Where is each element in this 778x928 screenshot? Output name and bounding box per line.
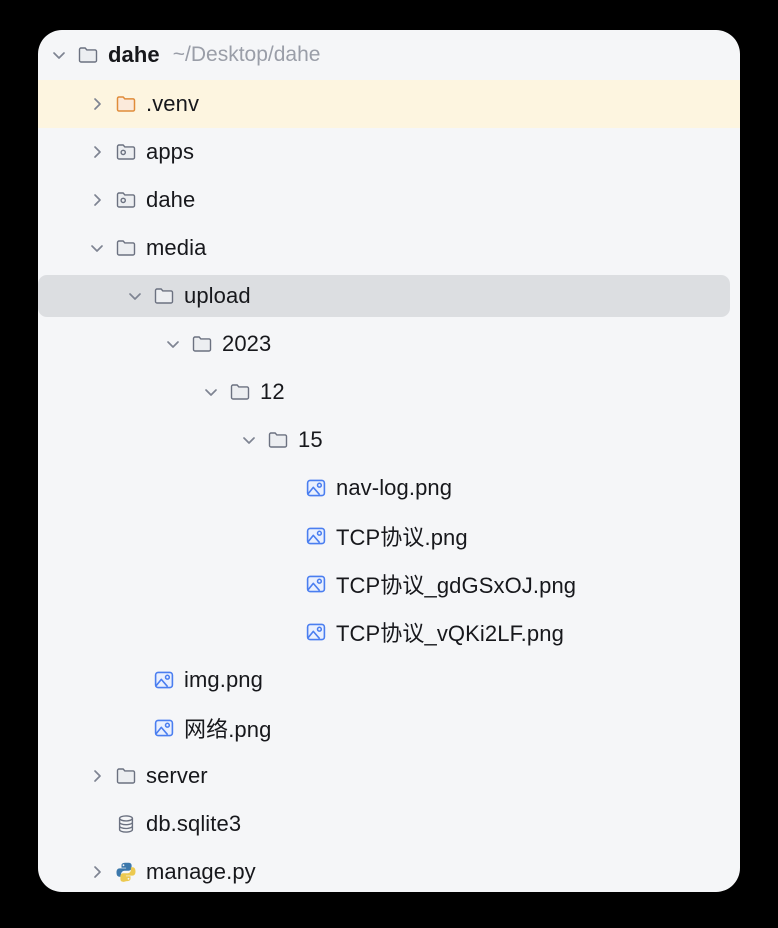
- tree-node-label: TCP协议_gdGSxOJ.png: [336, 573, 577, 598]
- tree-node-label: manage.py: [146, 859, 256, 884]
- tree-node-label: server: [146, 763, 208, 788]
- image-file-icon: [305, 621, 327, 643]
- chevron-down-icon[interactable]: [49, 45, 69, 65]
- tree-row[interactable]: media: [38, 224, 740, 272]
- folder-icon: [229, 381, 251, 403]
- folder-module-icon: [115, 141, 137, 163]
- project-tree: .venv apps dahe media upload 2023 12 15 nav-log.…: [38, 80, 740, 892]
- chevron-right-icon[interactable]: [87, 142, 107, 162]
- tree-row[interactable]: db.sqlite3: [38, 800, 740, 848]
- tree-row[interactable]: img.png: [38, 656, 740, 704]
- chevron-down-icon[interactable]: [87, 238, 107, 258]
- tree-row[interactable]: apps: [38, 128, 740, 176]
- tree-row[interactable]: TCP协议_gdGSxOJ.png: [38, 560, 740, 608]
- tree-row[interactable]: upload: [38, 272, 740, 320]
- database-file-icon: [115, 813, 137, 835]
- tree-node-label: dahe: [146, 187, 196, 212]
- tree-node-label: TCP协议.png: [336, 525, 468, 550]
- tree-node-label: apps: [146, 139, 195, 164]
- tree-node-label: 12: [260, 379, 285, 404]
- python-file-icon: [115, 861, 137, 883]
- project-tool-window: dahe ~/Desktop/dahe .venv apps dahe media up…: [38, 30, 740, 892]
- image-file-icon: [153, 717, 175, 739]
- tree-row[interactable]: server: [38, 752, 740, 800]
- tree-node-label: 15: [298, 427, 323, 452]
- tree-row[interactable]: .venv: [38, 80, 740, 128]
- folder-excluded-icon: [115, 93, 137, 115]
- image-file-icon: [305, 573, 327, 595]
- folder-module-icon: [115, 189, 137, 211]
- folder-icon: [191, 333, 213, 355]
- chevron-down-icon[interactable]: [239, 430, 259, 450]
- chevron-right-icon[interactable]: [87, 190, 107, 210]
- tree-node-label: db.sqlite3: [146, 811, 242, 836]
- tree-row[interactable]: manage.py: [38, 848, 740, 892]
- chevron-right-icon[interactable]: [87, 862, 107, 882]
- tree-node-label: img.png: [184, 667, 263, 692]
- chevron-down-icon[interactable]: [201, 382, 221, 402]
- tree-node-label: media: [146, 235, 207, 260]
- selection-highlight: [38, 275, 730, 317]
- folder-icon: [153, 285, 175, 307]
- tree-row[interactable]: TCP协议_vQKi2LF.png: [38, 608, 740, 656]
- tree-node-label: upload: [184, 283, 251, 308]
- image-file-icon: [153, 669, 175, 691]
- tree-row[interactable]: nav-log.png: [38, 464, 740, 512]
- tree-node-label: 2023: [222, 331, 272, 356]
- tree-row[interactable]: 15: [38, 416, 740, 464]
- chevron-down-icon[interactable]: [125, 286, 145, 306]
- image-file-icon: [305, 525, 327, 547]
- chevron-down-icon[interactable]: [163, 334, 183, 354]
- tree-row[interactable]: TCP协议.png: [38, 512, 740, 560]
- tree-row[interactable]: 12: [38, 368, 740, 416]
- folder-icon: [77, 44, 99, 66]
- image-file-icon: [305, 477, 327, 499]
- tree-node-label: nav-log.png: [336, 475, 453, 500]
- folder-icon: [115, 237, 137, 259]
- tree-node-label: .venv: [146, 91, 200, 116]
- tree-node-label: TCP协议_vQKi2LF.png: [336, 621, 564, 646]
- root-label: dahe: [108, 42, 160, 67]
- root-path: ~/Desktop/dahe: [172, 43, 321, 66]
- chevron-right-icon[interactable]: [87, 94, 107, 114]
- tree-row[interactable]: dahe: [38, 176, 740, 224]
- folder-icon: [115, 765, 137, 787]
- chevron-right-icon[interactable]: [87, 766, 107, 786]
- tree-node-label: 网络.png: [184, 717, 272, 742]
- folder-icon: [267, 429, 289, 451]
- tree-row[interactable]: 2023: [38, 320, 740, 368]
- tree-row-root[interactable]: dahe ~/Desktop/dahe: [38, 30, 740, 80]
- tree-row[interactable]: 网络.png: [38, 704, 740, 752]
